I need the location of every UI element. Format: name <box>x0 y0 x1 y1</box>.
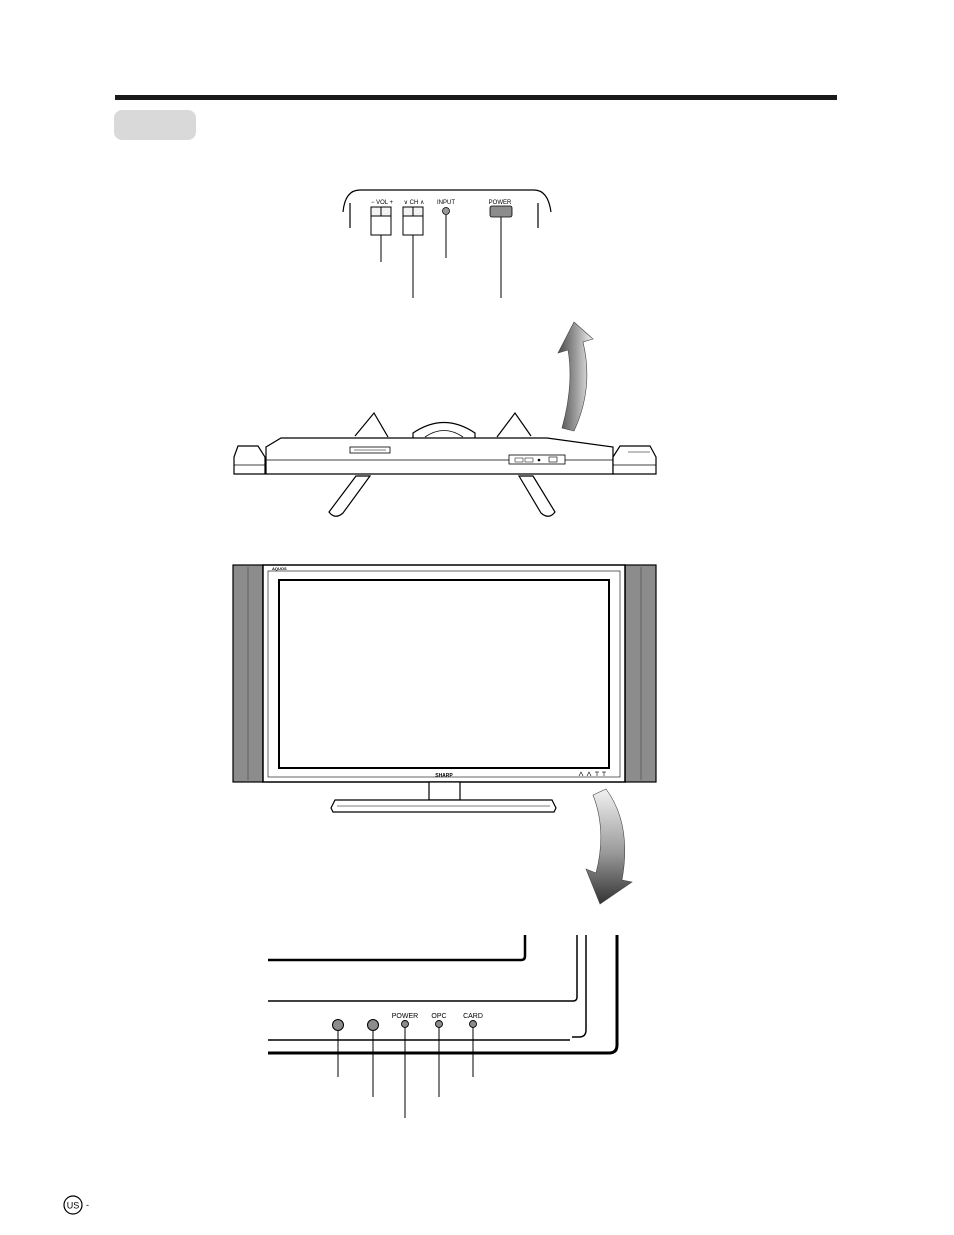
arrow-down-icon <box>586 789 632 904</box>
opc-sensor <box>368 1020 379 1031</box>
section-tab <box>114 110 196 140</box>
brand-logo-text: SHARP <box>435 773 453 779</box>
opc-indicator-label: OPC <box>431 1013 446 1020</box>
region-badge-text: US <box>67 1201 80 1211</box>
arrow-up-icon <box>558 322 593 431</box>
power-top-label: POWER <box>489 200 512 206</box>
input-button[interactable] <box>443 208 450 215</box>
model-text: AQUOS <box>272 566 287 571</box>
tv-screen <box>279 580 609 768</box>
ch-buttons[interactable] <box>403 207 423 235</box>
region-badge: US <box>64 1196 82 1214</box>
remote-sensor <box>333 1020 344 1031</box>
page-number-suffix: - <box>86 1200 89 1210</box>
card-indicator-label: CARD <box>463 1013 483 1020</box>
vol-label: − VOL + <box>371 200 394 206</box>
top-callout-lines <box>381 215 501 298</box>
opc-indicator <box>436 1021 443 1028</box>
vol-buttons[interactable] <box>371 207 391 235</box>
tv-top-view <box>234 413 656 516</box>
card-indicator <box>470 1021 477 1028</box>
power-indicator-label: POWER <box>392 1013 418 1020</box>
ch-label: ∨ CH ∧ <box>404 200 425 206</box>
power-indicator <box>402 1021 409 1028</box>
input-label: INPUT <box>437 200 455 206</box>
power-button-top[interactable] <box>490 206 512 217</box>
front-panel-closeup <box>268 935 617 1053</box>
bottom-callout-lines <box>338 1028 473 1118</box>
right-speaker <box>625 565 656 782</box>
header-rule <box>115 95 837 100</box>
